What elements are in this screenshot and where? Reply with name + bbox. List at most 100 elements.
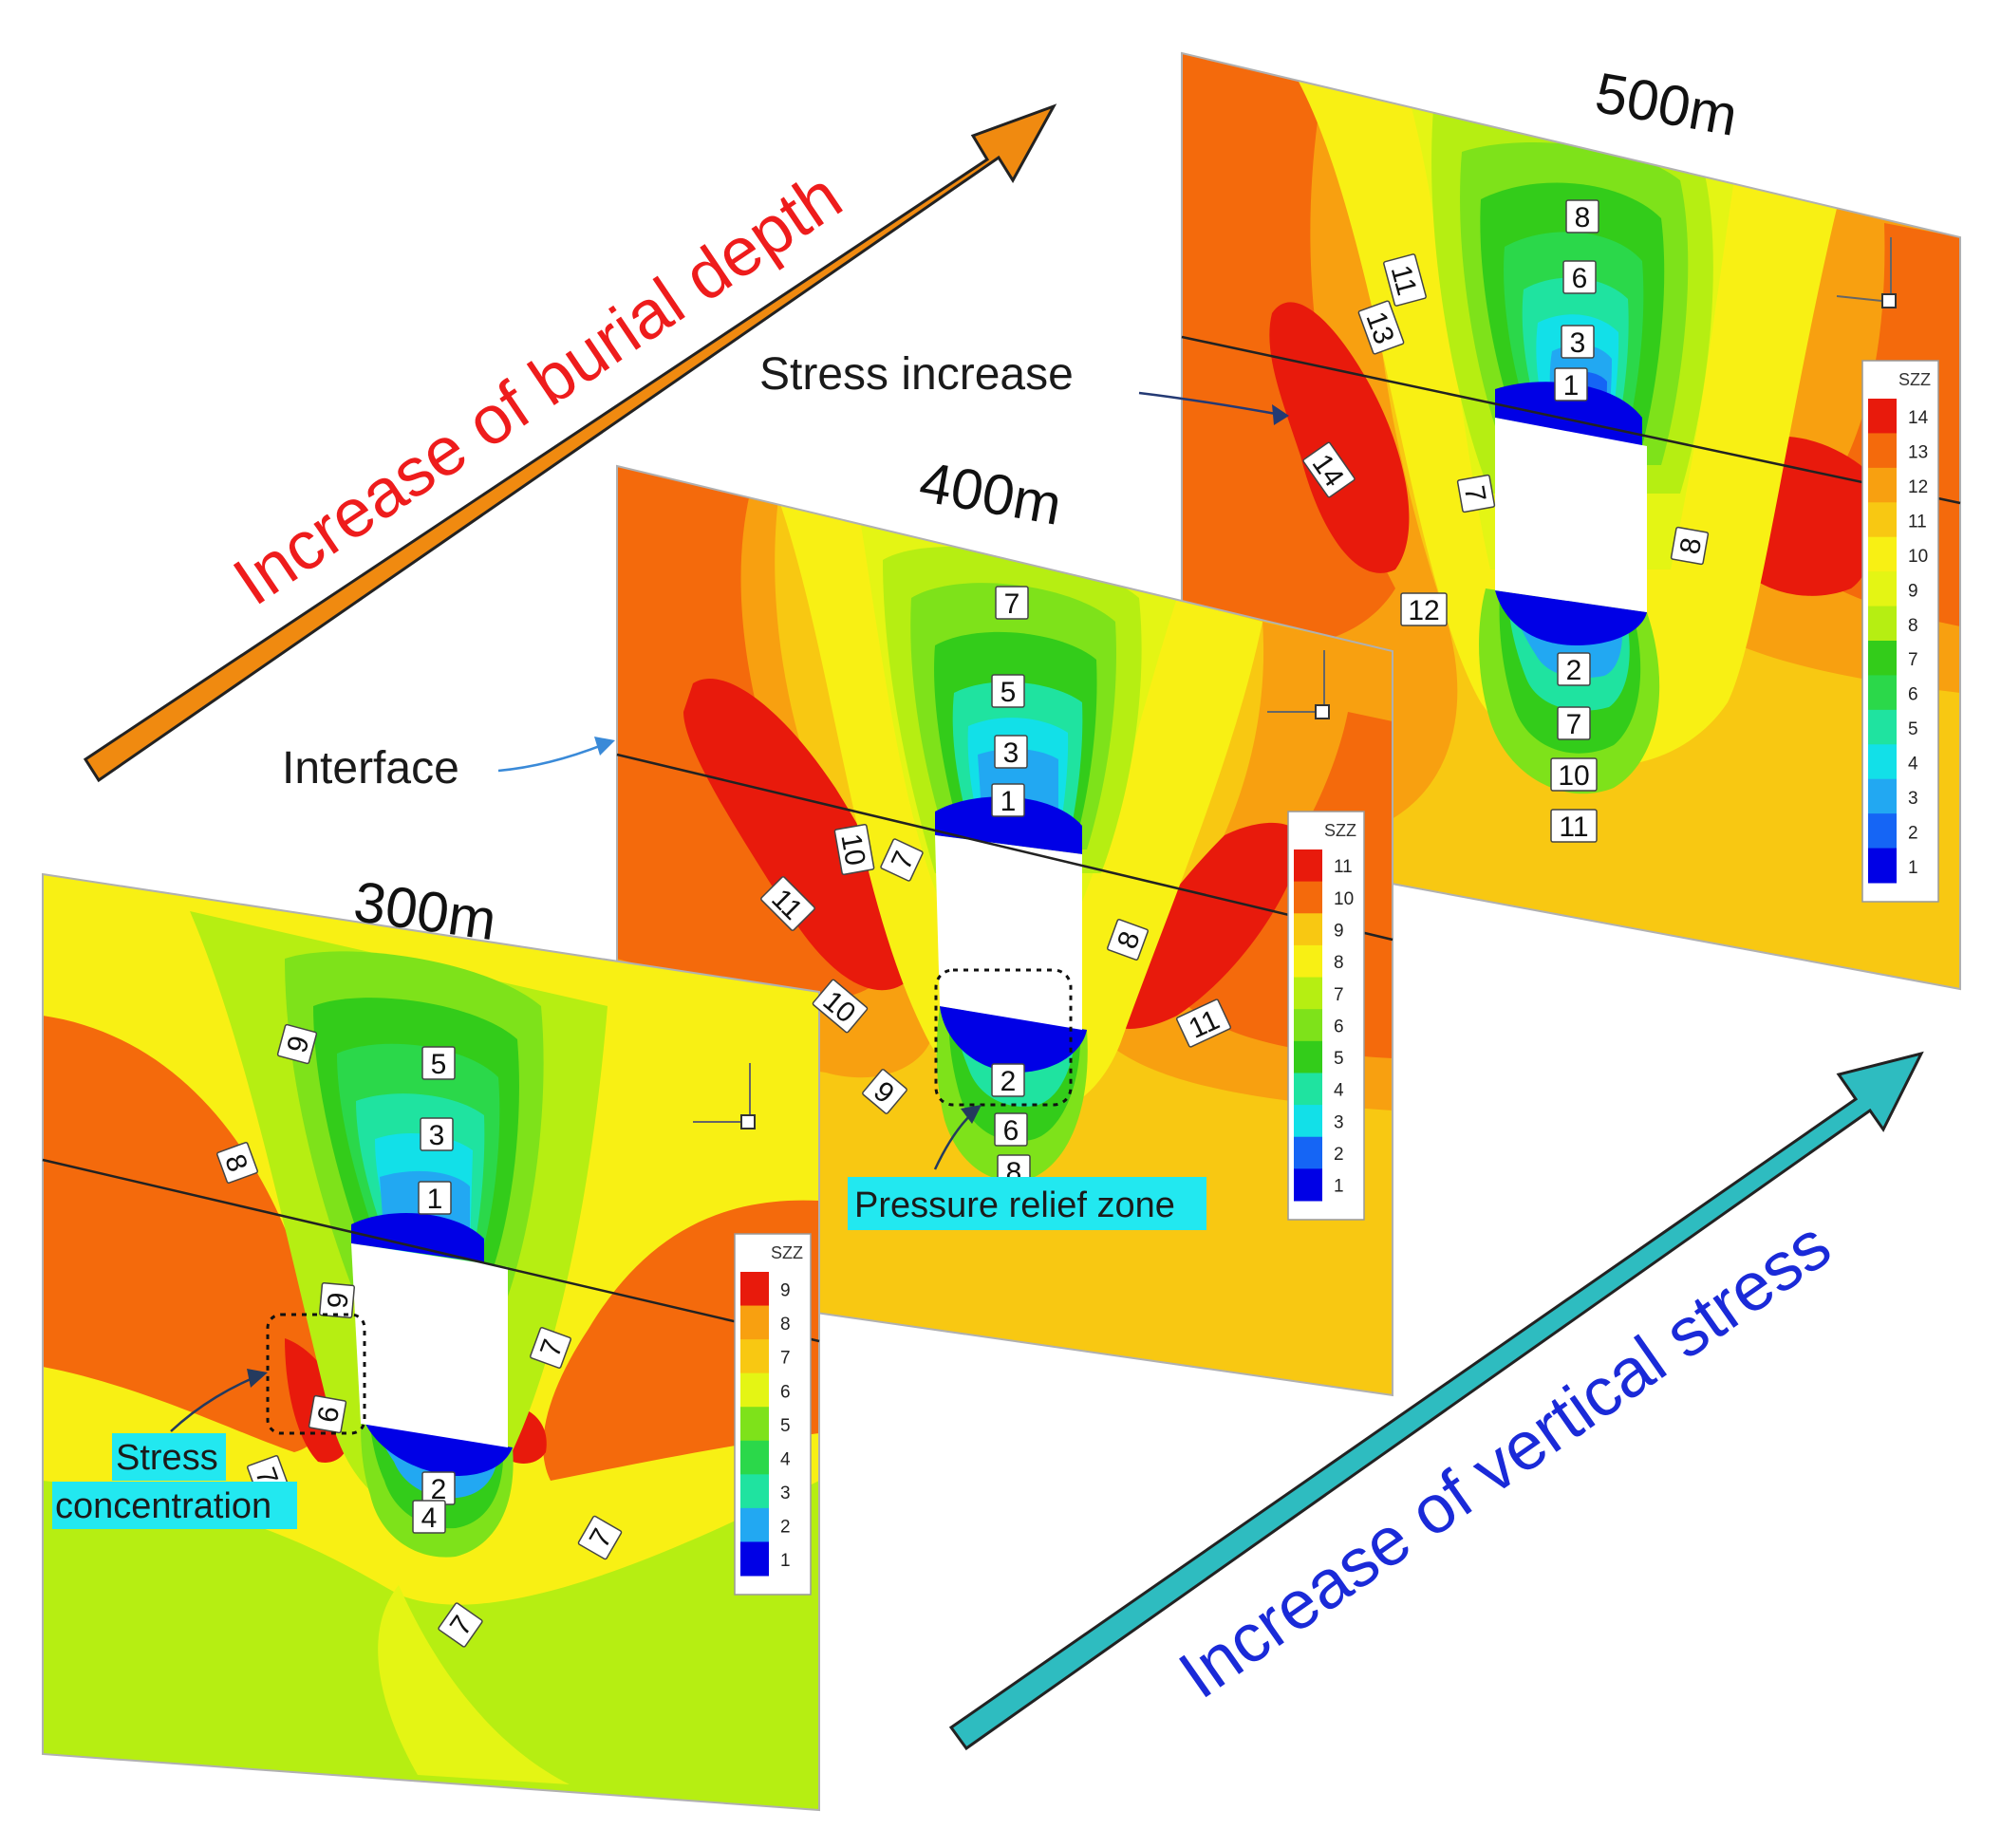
legend-swatch: [1868, 675, 1897, 711]
legend-tick: 8: [1908, 616, 1918, 636]
legend-tick: 3: [1334, 1112, 1344, 1132]
svg-text:7: 7: [1004, 588, 1020, 620]
axis-glyph-400m: [1267, 650, 1330, 719]
contour-label: 6: [994, 1112, 1028, 1147]
legend-swatch: [740, 1440, 769, 1475]
stress-concentration-box: [266, 1313, 366, 1435]
legend-title: SZZ: [1898, 370, 1931, 389]
contour-label: 7: [438, 1602, 483, 1648]
legend-swatch: [1294, 944, 1322, 979]
legend-swatch: [1868, 399, 1897, 434]
svg-text:5: 5: [431, 1049, 447, 1080]
legend-swatch: [740, 1541, 769, 1577]
svg-text:11: 11: [1559, 812, 1588, 843]
legend-swatch: [740, 1474, 769, 1509]
pressure-relief-label: Pressure relief zone: [854, 1185, 1175, 1225]
legend-tick: 1: [1908, 858, 1918, 878]
contour-label: 10: [833, 823, 875, 876]
contour-label: 8: [1107, 919, 1149, 961]
legend-tick: 12: [1908, 477, 1928, 497]
contour-label: 9: [276, 1023, 318, 1065]
contour-label: 5: [991, 674, 1025, 708]
legend-tick: 4: [780, 1449, 791, 1469]
svg-text:8: 8: [1674, 535, 1708, 556]
legend-swatch: [1294, 1105, 1322, 1138]
legend-tick: 7: [1908, 650, 1918, 670]
stress-increase-label: Stress increase: [759, 349, 1074, 400]
burial-depth-arrow: [83, 103, 1057, 783]
legend-tick: 6: [780, 1382, 791, 1402]
svg-text:5: 5: [1000, 677, 1017, 708]
axis-glyph-500m: [1836, 237, 1897, 308]
legend-tick: 4: [1908, 755, 1918, 775]
stress-concentration-highlight-2: [52, 1482, 297, 1529]
stress-concentration-label-1: Stress: [116, 1438, 218, 1478]
legend-swatch: [1868, 606, 1897, 642]
contour-label: 6: [1562, 260, 1597, 294]
svg-text:8: 8: [1575, 202, 1591, 233]
svg-text:1: 1: [1563, 370, 1580, 401]
contour-label: 7: [577, 1515, 623, 1560]
contour-label: 7: [1557, 706, 1591, 740]
contour-label: 7: [1456, 474, 1496, 513]
axis-glyph-300m: [693, 1063, 756, 1129]
legend-tick: 9: [1908, 581, 1918, 601]
legend-swatch: [1868, 641, 1897, 676]
svg-text:6: 6: [312, 1404, 346, 1425]
panel-500m: 500m: [1181, 51, 1961, 991]
legend-tick: 9: [1334, 921, 1344, 941]
contour-label: 8: [216, 1142, 258, 1184]
legend-tick: 5: [780, 1416, 791, 1436]
legend-tick: 2: [1908, 823, 1918, 843]
legend-tick: 1: [780, 1551, 791, 1571]
contour-label: 8: [1670, 526, 1710, 566]
legend-swatch: [740, 1305, 769, 1340]
panel-300m: 300m: [42, 869, 820, 1812]
contour-label: 3: [1561, 325, 1595, 359]
contour-label: 10: [1550, 757, 1598, 792]
contour-label: 8: [1565, 199, 1599, 233]
contour-label: 11: [1383, 253, 1427, 307]
pressure-relief-highlight: [848, 1177, 1206, 1230]
legend-swatch: [1294, 913, 1322, 946]
legend-swatch: [1868, 778, 1897, 814]
legend-title: SZZ: [1324, 821, 1356, 840]
contour-label: 2: [1557, 652, 1591, 686]
svg-text:3: 3: [429, 1120, 445, 1151]
legend-tick: 5: [1334, 1049, 1344, 1069]
legend-swatch: [1294, 1073, 1322, 1106]
contour-label: 6: [308, 1394, 347, 1434]
contour-label: 7: [995, 586, 1029, 620]
legend-tick: 1: [1334, 1177, 1344, 1197]
legend-tick: 5: [1908, 719, 1918, 739]
contour-label: 12: [1400, 592, 1448, 626]
legend-tick: 9: [780, 1281, 791, 1301]
legend-swatch: [740, 1507, 769, 1542]
legend-tick: 3: [780, 1484, 791, 1503]
legend-tick: 11: [1908, 513, 1927, 532]
contour-label: 1: [1554, 367, 1588, 401]
legend-swatch: [1294, 977, 1322, 1010]
legend-swatch: [1868, 744, 1897, 780]
svg-text:2: 2: [431, 1474, 447, 1505]
legend-swatch: [1868, 571, 1897, 607]
contour-label: 5: [421, 1046, 456, 1080]
legend-swatch: [1294, 1040, 1322, 1073]
legend-tick: 11: [1334, 857, 1353, 877]
legend-tick: 13: [1908, 443, 1928, 463]
legend-swatch: [740, 1339, 769, 1374]
svg-text:10: 10: [834, 831, 870, 868]
contour-label: 3: [994, 735, 1028, 769]
contour-label: 4: [412, 1500, 446, 1534]
interface-label: Interface: [282, 743, 459, 793]
legend-swatch: [1868, 813, 1897, 849]
contour-label: 2: [991, 1063, 1025, 1097]
legend-title: SZZ: [771, 1243, 803, 1262]
legend-tick: 6: [1334, 1017, 1344, 1036]
contour-label: 3: [420, 1117, 454, 1151]
legend-swatch: [1868, 467, 1897, 503]
svg-text:1: 1: [427, 1184, 443, 1215]
